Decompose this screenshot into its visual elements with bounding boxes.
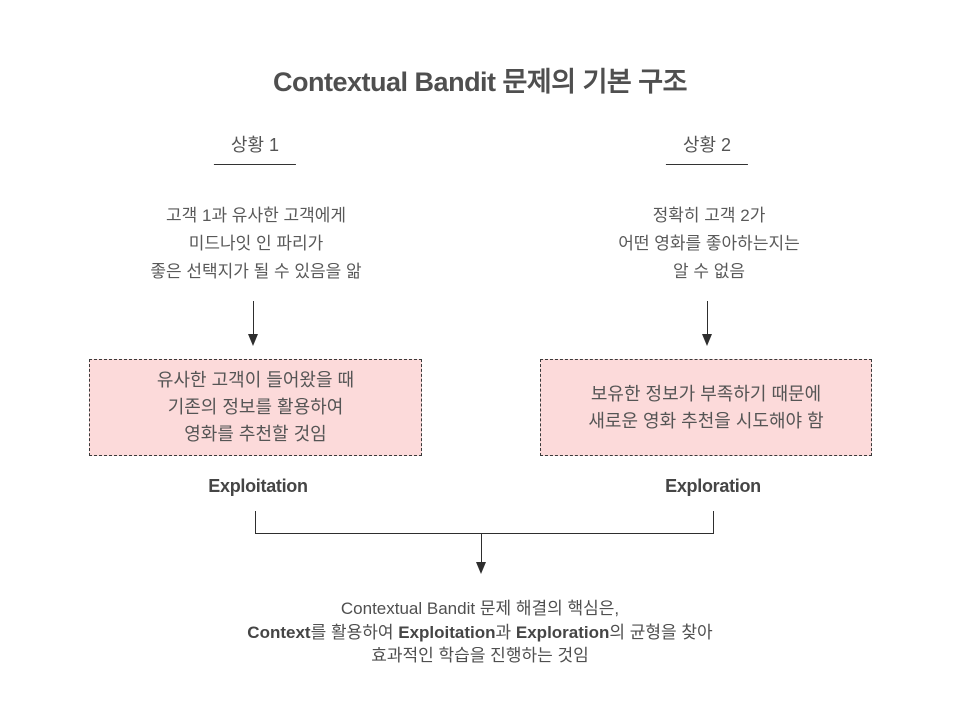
situation2-box-line1: 보유한 정보가 부족하기 때문에 <box>590 383 822 404</box>
conclusion-line2: Context를 활용하여 Exploitation과 Exploration의… <box>0 621 960 645</box>
situation1-action-box: 유사한 고객이 들어왔을 때 기존의 정보를 활용하여 영화를 추천할 것임 <box>89 359 422 456</box>
situation1-box-line3: 영화를 추천할 것임 <box>184 424 327 444</box>
situation1-box-line2: 기존의 정보를 활용하여 <box>167 397 344 417</box>
situation1-description-line1: 고객 1과 유사한 고객에게 <box>165 206 347 225</box>
situation2-description-line2: 어떤 영화를 좋아하는지는 <box>618 234 800 253</box>
situation2-box-line2: 새로운 영화 추천을 시도해야 함 <box>588 410 824 431</box>
exploration-label: Exploration <box>665 476 761 496</box>
conclusion-line2-text2: 과 <box>495 622 516 642</box>
situation2-label: 상황 2 <box>665 131 749 165</box>
arrow-down-icon <box>480 534 482 564</box>
conclusion-keyword-context: Context <box>247 622 311 642</box>
arrow-down-head-icon <box>248 334 258 346</box>
conclusion-line2-text3: 의 균형을 찾아 <box>609 622 713 642</box>
situation1-box-line1: 유사한 고객이 들어왔을 때 <box>156 370 355 390</box>
situation1-label: 상황 1 <box>213 131 297 165</box>
arrow-down-icon <box>252 301 254 336</box>
conclusion-line2-text1: 를 활용하여 <box>310 622 399 642</box>
situation2-description-line3: 알 수 없음 <box>672 262 745 281</box>
conclusion-line3: 효과적인 학습을 진행하는 것임 <box>371 646 589 665</box>
arrow-down-icon <box>706 301 708 336</box>
arrow-down-head-icon <box>476 562 486 574</box>
exploitation-label: Exploitation <box>208 476 308 496</box>
conclusion-line1: Contextual Bandit 문제 해결의 핵심은, <box>340 599 620 618</box>
situation2-description: 정확히 고객 2가 어떤 영화를 좋아하는지는 알 수 없음 <box>549 202 869 286</box>
situation2-action-box: 보유한 정보가 부족하기 때문에 새로운 영화 추천을 시도해야 함 <box>540 359 872 456</box>
situation1-description: 고객 1과 유사한 고객에게 미드나잇 인 파리가 좋은 선택지가 될 수 있음… <box>96 202 416 286</box>
conclusion-keyword-exploitation: Exploitation <box>398 622 496 642</box>
situation2-description-line1: 정확히 고객 2가 <box>652 206 766 225</box>
diagram-title: Contextual Bandit 문제의 기본 구조 <box>273 67 687 97</box>
situation1-description-line3: 좋은 선택지가 될 수 있음을 앎 <box>150 262 362 281</box>
conclusion-text: Contextual Bandit 문제 해결의 핵심은, Context를 활… <box>0 597 960 668</box>
situation1-description-line2: 미드나잇 인 파리가 <box>188 234 324 253</box>
arrow-down-head-icon <box>702 334 712 346</box>
bracket-connector <box>255 511 714 534</box>
conclusion-keyword-exploration: Exploration <box>515 622 610 642</box>
